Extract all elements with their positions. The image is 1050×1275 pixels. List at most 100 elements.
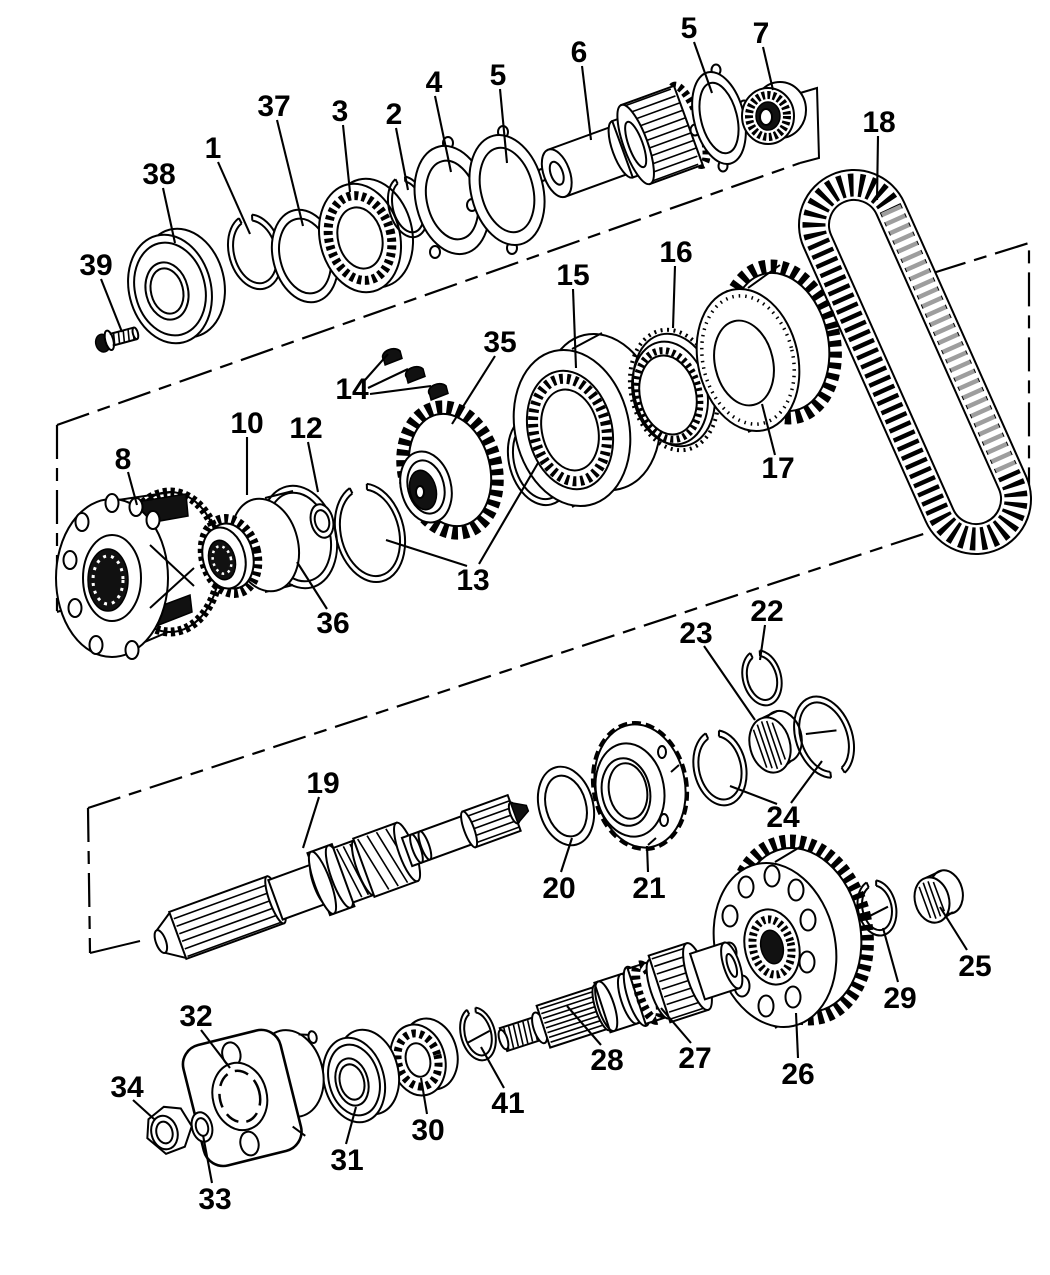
front-bearing [741, 81, 807, 145]
svg-text:38: 38 [142, 158, 175, 191]
svg-text:36: 36 [316, 607, 349, 640]
callout-21: 21 [632, 845, 666, 905]
svg-text:33: 33 [198, 1183, 231, 1216]
callout-14: 14 [335, 353, 432, 406]
driven-sprocket-gear [712, 834, 874, 1029]
svg-text:29: 29 [883, 982, 916, 1015]
svg-text:17: 17 [761, 452, 794, 485]
retainer-bolt [94, 326, 140, 353]
svg-text:8: 8 [115, 443, 132, 476]
snap-ring [793, 695, 856, 779]
callout-20: 20 [542, 837, 576, 905]
callout-22: 22 [750, 595, 784, 661]
snap-ring [226, 213, 283, 291]
callout-17: 17 [760, 403, 795, 485]
callout-2: 2 [386, 98, 410, 191]
callout-30: 30 [411, 1077, 445, 1147]
oil-pump [590, 720, 690, 852]
svg-text:16: 16 [659, 236, 692, 269]
shift-fork-inserts [381, 347, 449, 401]
callout-19: 19 [301, 767, 340, 849]
svg-text:4: 4 [426, 66, 443, 99]
snap-ring [333, 482, 407, 584]
svg-text:20: 20 [542, 872, 575, 905]
needle-bearing-spacer [748, 709, 803, 774]
callout-15: 15 [556, 259, 590, 369]
snap-ring [856, 879, 898, 937]
svg-text:5: 5 [490, 59, 507, 92]
svg-text:26: 26 [781, 1058, 814, 1091]
svg-text:18: 18 [862, 106, 895, 139]
callout-16: 16 [659, 236, 693, 329]
svg-text:37: 37 [257, 90, 290, 123]
callout-28: 28 [566, 1005, 624, 1077]
callout-1: 1 [205, 132, 251, 235]
callout-38: 38 [142, 158, 177, 244]
svg-text:32: 32 [179, 1000, 212, 1033]
callout-3: 3 [332, 95, 352, 193]
output-shaft [153, 793, 530, 961]
svg-text:39: 39 [79, 249, 112, 282]
svg-text:41: 41 [491, 1087, 524, 1120]
svg-text:10: 10 [230, 407, 263, 440]
svg-text:3: 3 [332, 95, 349, 128]
svg-text:34: 34 [110, 1071, 144, 1104]
svg-text:15: 15 [556, 259, 589, 292]
callout-12: 12 [289, 412, 323, 493]
output-bearing [389, 1017, 459, 1097]
svg-text:22: 22 [750, 595, 783, 628]
input-bearing [317, 177, 415, 294]
callout-36: 36 [296, 561, 350, 640]
svg-text:30: 30 [411, 1114, 444, 1147]
callout-13: 13 [385, 462, 539, 597]
svg-text:5: 5 [681, 12, 698, 45]
svg-text:24: 24 [766, 801, 800, 834]
callout-35: 35 [451, 326, 517, 425]
callout-41: 41 [480, 1046, 525, 1120]
callout-23: 23 [679, 617, 756, 721]
callout-29: 29 [881, 927, 917, 1015]
flange-nut [146, 1105, 193, 1155]
thrust-plate [466, 125, 548, 255]
svg-text:14: 14 [335, 373, 369, 406]
callout-26: 26 [781, 1012, 815, 1091]
callout-4: 4 [426, 66, 453, 173]
callout-8: 8 [115, 443, 139, 506]
callout-5: 5 [490, 59, 509, 164]
callout-25: 25 [939, 906, 992, 983]
output-flange [181, 1028, 325, 1168]
svg-text:7: 7 [753, 17, 770, 50]
callout-34: 34 [110, 1071, 155, 1120]
svg-text:19: 19 [306, 767, 339, 800]
callout-32: 32 [179, 1000, 231, 1069]
snap-ring [692, 729, 748, 807]
planetary-carrier [55, 487, 225, 660]
svg-text:27: 27 [678, 1042, 711, 1075]
svg-text:35: 35 [483, 326, 516, 359]
callout-5: 5 [681, 12, 713, 94]
thrust-plate [689, 63, 750, 173]
callout-27: 27 [660, 1007, 712, 1075]
callout-10: 10 [230, 407, 264, 495]
svg-text:21: 21 [632, 872, 665, 905]
svg-text:28: 28 [590, 1044, 623, 1077]
drive-gear [396, 400, 504, 540]
thrust-washer [536, 765, 596, 847]
seal-ring [309, 503, 335, 539]
svg-text:12: 12 [289, 412, 322, 445]
snap-ring [459, 1006, 497, 1062]
svg-text:13: 13 [456, 564, 489, 597]
svg-text:25: 25 [958, 950, 991, 983]
callout-18: 18 [862, 106, 896, 201]
callout-7: 7 [753, 17, 775, 91]
callout-6: 6 [571, 36, 593, 141]
callout-31: 31 [330, 1106, 364, 1177]
callout-39: 39 [79, 249, 123, 333]
svg-text:31: 31 [330, 1144, 363, 1177]
front-output-shaft-gear [497, 941, 744, 1053]
svg-text:23: 23 [679, 617, 712, 650]
flange-washer [190, 1111, 214, 1143]
